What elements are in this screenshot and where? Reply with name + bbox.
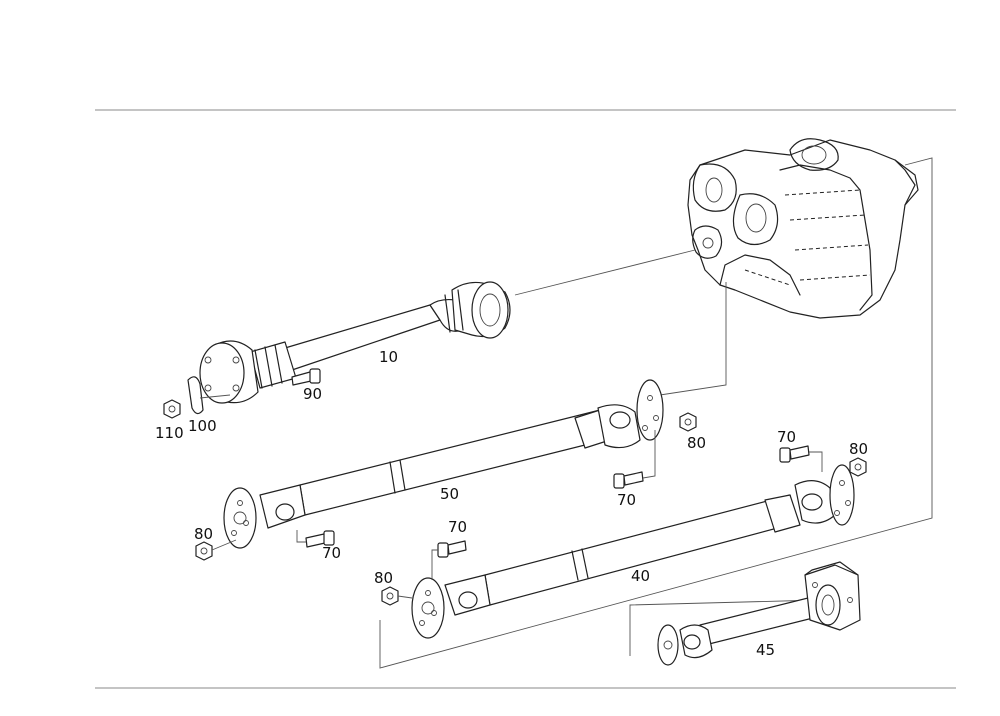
lock-washer-100	[187, 376, 204, 415]
bolt-70-rear-upper	[779, 445, 810, 463]
label-shaft-40: 40	[631, 567, 650, 585]
label-bolt-70-middle-right: 70	[617, 491, 636, 509]
label-bolt-90: 90	[303, 385, 322, 403]
leader-case-shaft50	[659, 282, 727, 396]
leader-case-right-frame	[379, 157, 933, 669]
label-bolt-70-middle-left: 70	[322, 544, 341, 562]
label-nut-110: 110	[155, 424, 184, 442]
label-washer-100: 100	[188, 417, 217, 435]
label-shaft-50: 50	[440, 485, 459, 503]
label-nut-80-rear-upper: 80	[849, 440, 868, 458]
bolt-70-rear-left	[437, 540, 467, 558]
leader-shaft45-bracket	[629, 599, 821, 656]
nut-80-rear-left	[381, 586, 399, 606]
label-bolt-70-rear-left: 70	[448, 518, 467, 536]
label-nut-80-rear-left: 80	[374, 569, 393, 587]
leader-case-shaft10	[514, 249, 696, 296]
nut-80-middle-right	[679, 412, 697, 432]
nut-80-middle-left	[195, 541, 213, 561]
label-nut-80-middle-left: 80	[194, 525, 213, 543]
label-bolt-70-rear-upper: 70	[777, 428, 796, 446]
intermediate-shaft	[657, 561, 861, 666]
front-axle-shaft	[199, 281, 511, 404]
bolt-90	[291, 368, 321, 386]
rear-propeller-shaft	[411, 464, 855, 639]
bolt-70-middle-right	[613, 471, 644, 489]
middle-propeller-shaft	[223, 379, 664, 549]
label-nut-80-middle-right: 80	[687, 434, 706, 452]
bolt-70-middle-left	[305, 530, 335, 548]
label-shaft-10: 10	[379, 348, 398, 366]
nut-110	[163, 399, 181, 419]
transfer-case	[687, 138, 919, 319]
label-shaft-45: 45	[756, 641, 775, 659]
nut-80-rear-upper	[849, 457, 867, 477]
